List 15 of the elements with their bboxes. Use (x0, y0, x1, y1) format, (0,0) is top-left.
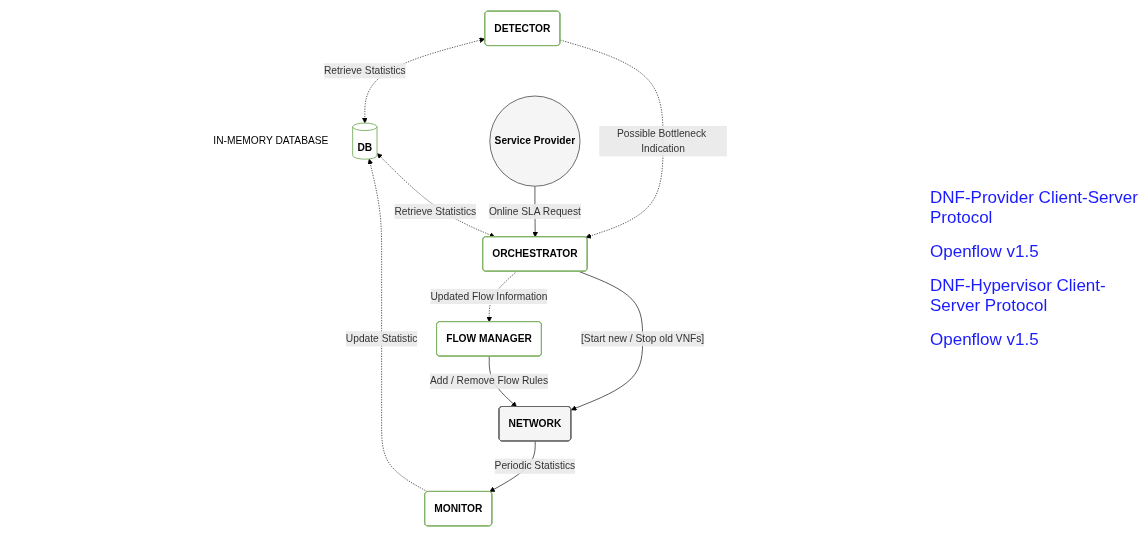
node-circle: Service Provider (489, 95, 581, 187)
node-label: IN-MEMORY DATABASE (213, 135, 329, 147)
edge-label: Add / Remove Flow Rules (429, 375, 549, 387)
edge-label: Online SLA Request (488, 205, 581, 217)
edge-label: [Start new / Stop old VNFs] (580, 333, 705, 344)
protocol-note: DNF-Provider Client-Server Protocol (930, 187, 1139, 228)
edge-label: Periodic Statistics (494, 460, 576, 472)
edge-label: Update Statistic (345, 333, 418, 344)
protocol-note: DNF-Hypervisor Client-Server Protocol (930, 275, 1107, 316)
protocol-note: Openflow v1.5 (930, 241, 1040, 262)
edge-label: Retrieve Statistics (323, 65, 406, 76)
edge-label: Possible Bottleneck Indication (617, 127, 707, 154)
edge-label: Retrieve Statistics (394, 205, 477, 217)
edge-label: Updated Flow Information (430, 290, 548, 302)
protocol-note: Openflow v1.5 (930, 329, 1040, 350)
